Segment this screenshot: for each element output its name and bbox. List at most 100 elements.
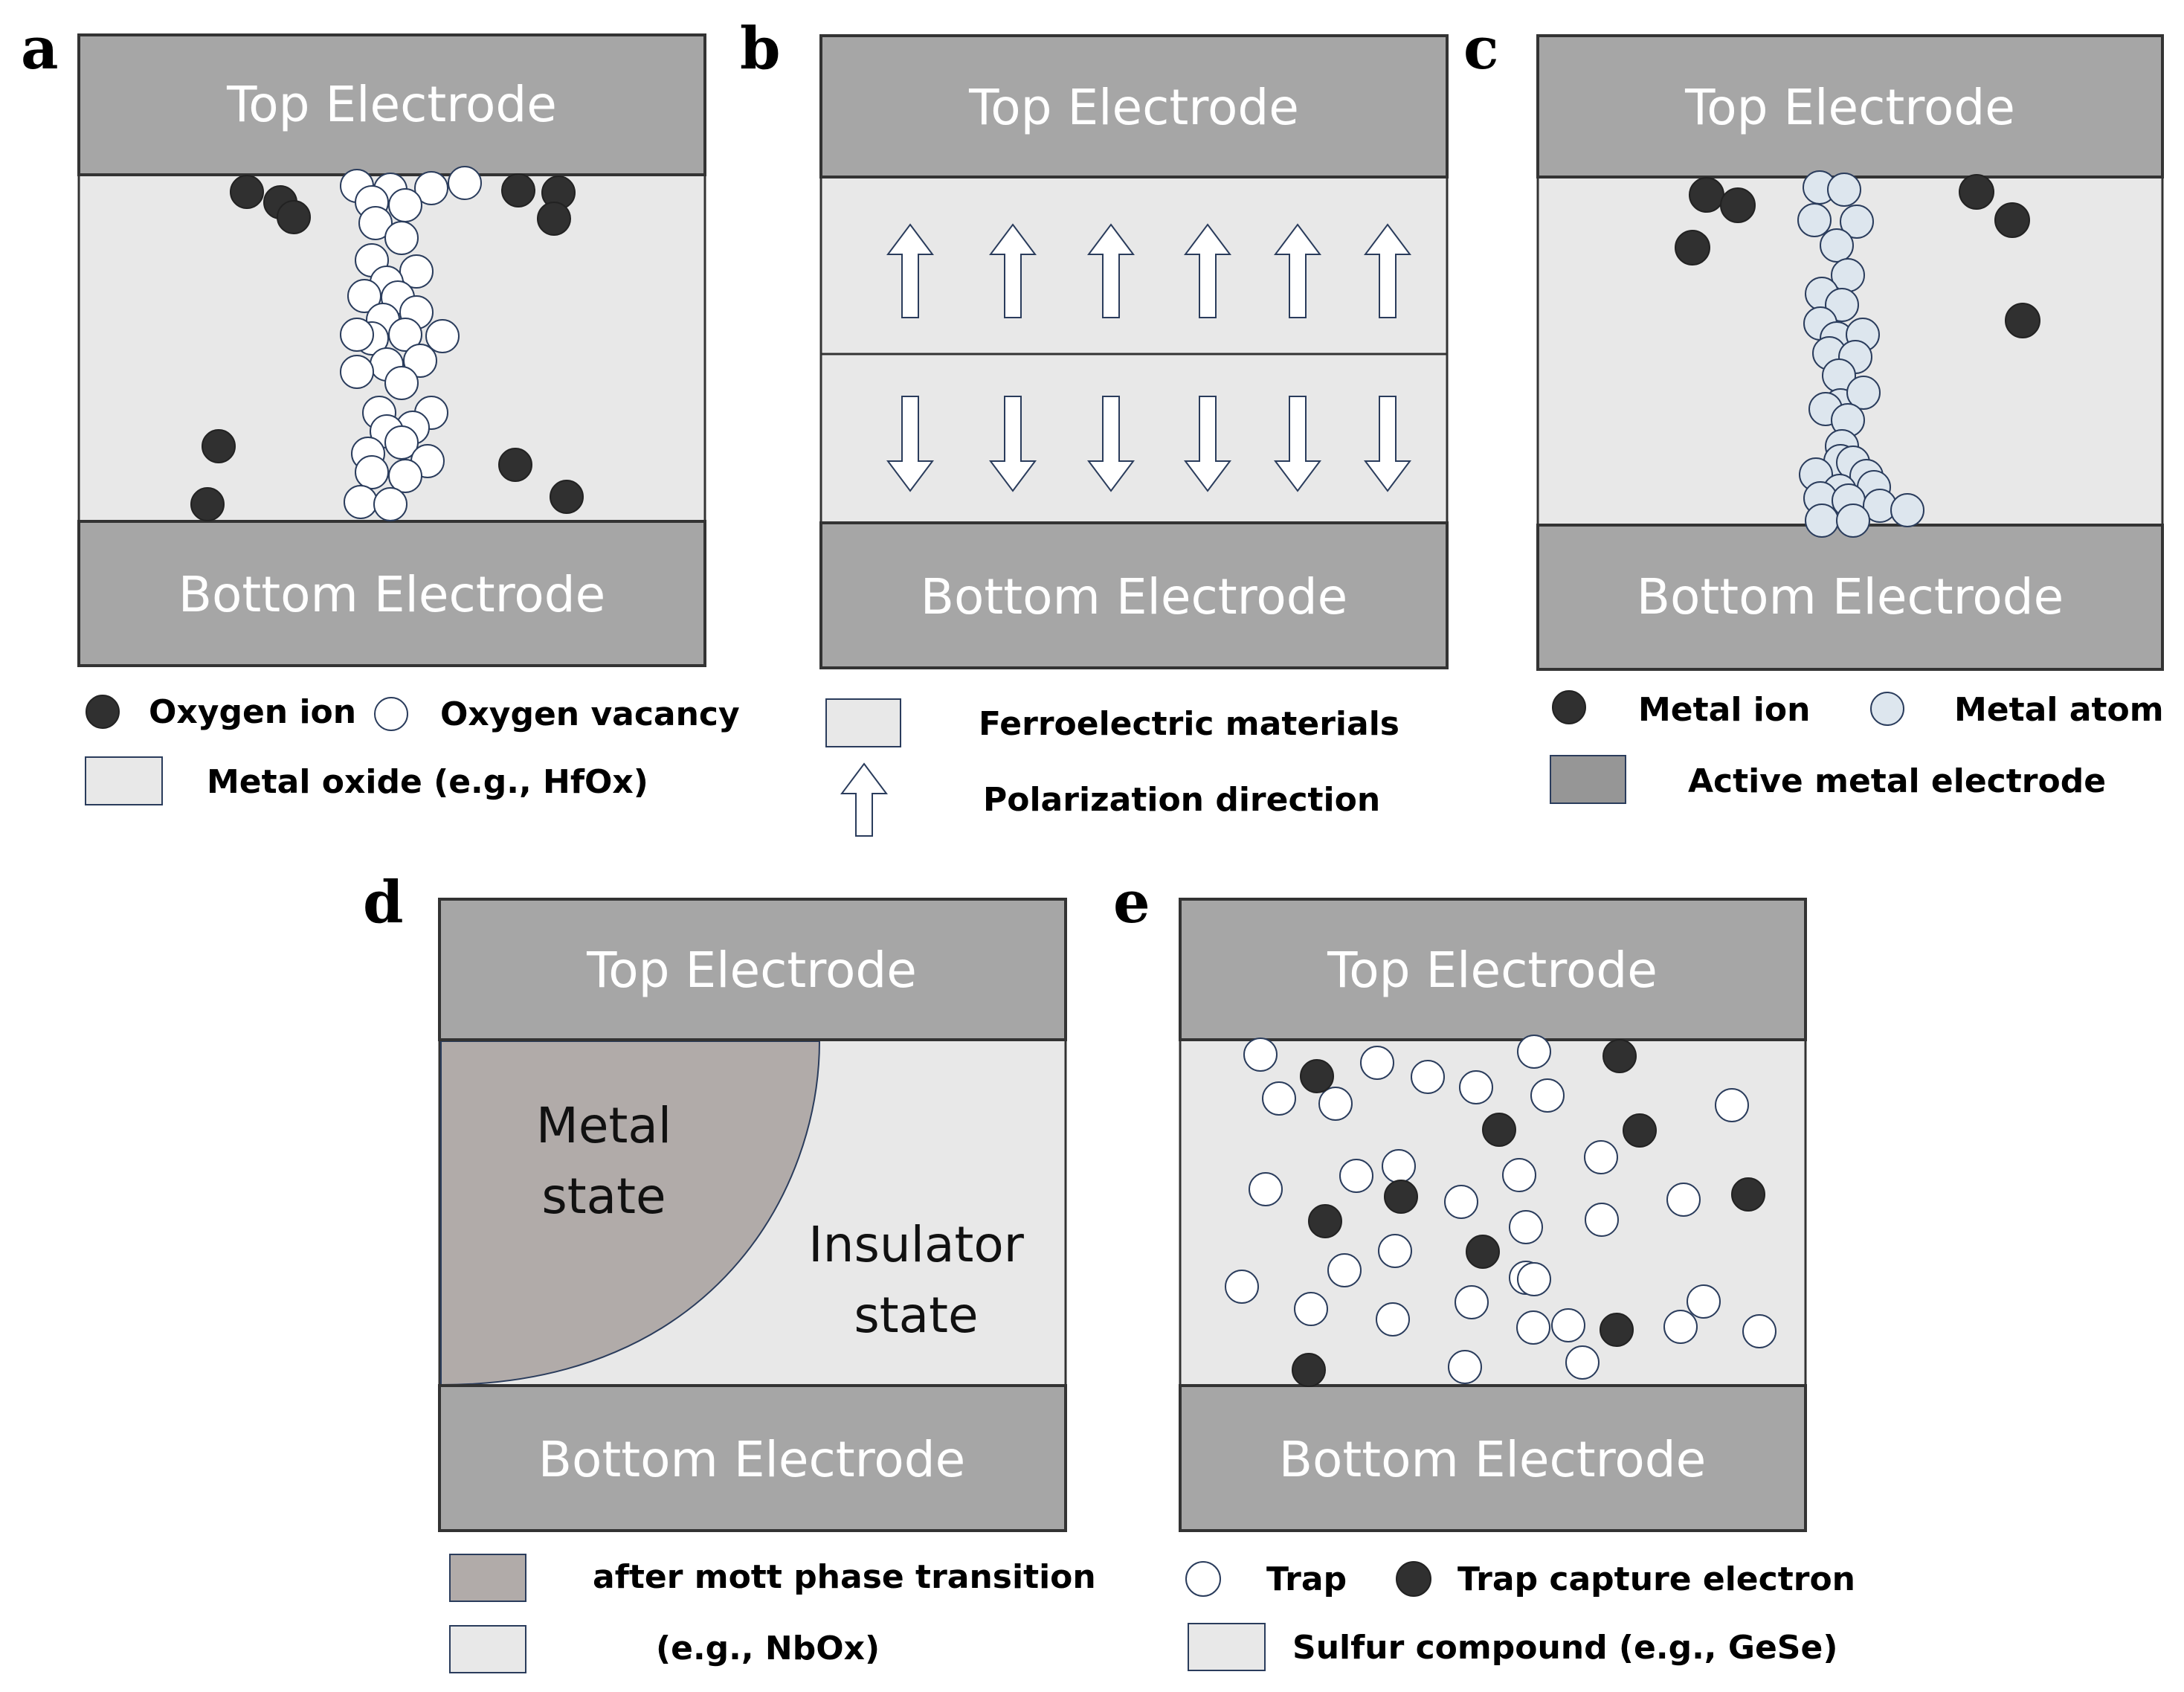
metal-ion [1994,202,2030,238]
oxygen-vacancy [399,254,434,289]
panel-c-top-label: Top Electrode [1684,79,2015,136]
oxygen-vacancy [388,459,422,493]
arrow-down-icon [989,396,1037,492]
trap-captured-electron [1482,1113,1516,1147]
oxygen-ion [190,487,225,521]
legend-sulfur-swatch [1188,1623,1266,1671]
legend-metal-state-swatch [449,1554,526,1602]
panel-b: b Top Electrode Bottom Electrode Ferroel… [740,15,1449,837]
panel-e-bottom-electrode [1179,1384,1807,1532]
metal-ion [2005,303,2040,338]
metal-atom [1805,504,1839,538]
legend-nbox-label: (e.g., NbOx) [656,1630,880,1667]
legend-trap-capture-label: Trap capture electron [1457,1560,1855,1598]
trap-captured-electron [1731,1177,1765,1212]
metal-ion [1720,187,1756,223]
legend-polarization-label: Polarization direction [983,781,1380,819]
arrow-down-icon [886,396,934,492]
trap [1517,1262,1551,1296]
panel-e-top-electrode [1179,898,1807,1041]
oxygen-vacancy [384,425,419,460]
panel-b-top-electrode [819,34,1449,178]
metal-state-label-line2: state [541,1168,666,1225]
panel-c-metal-ions [1675,174,2040,338]
panel-c: c Top Electrode Bottom Electrode Metal i… [1463,15,2164,804]
panel-a-bottom-label: Bottom Electrode [178,566,605,623]
trap [1318,1087,1353,1121]
oxygen-ion [202,429,236,463]
oxygen-vacancy [414,171,448,205]
legend-oxygen-vacancy-marker [374,697,408,731]
oxygen-ion [230,175,264,209]
legend-ferroelectric-swatch [825,698,901,747]
arrow-up-icon [1364,223,1411,318]
legend-metal-ion-label: Metal ion [1638,691,1810,729]
trap [1360,1046,1394,1080]
trap [1585,1203,1619,1237]
arrow-down-icon [1184,396,1231,492]
arrow-up-icon [840,762,888,837]
oxygen-vacancy [340,318,374,352]
trap [1516,1310,1550,1345]
metal-atom [1846,376,1881,410]
legend-trap-label: Trap [1266,1560,1347,1598]
panel-a-bottom-electrode [77,520,706,667]
panel-a: a Top Electrode Bottom Electrode Oxygen … [21,15,740,805]
metal-ion [1959,174,1994,210]
panel-a-oxygen-vacancy-filament [340,166,482,521]
panel-c-top-electrode [1536,34,2164,178]
trap [1249,1172,1283,1206]
panel-b-lower-domain [819,353,1449,524]
insulator-state-label-line1: Insulator [808,1216,1025,1273]
panel-b-upper-domain [819,176,1449,356]
trap-captured-electron [1292,1353,1326,1387]
oxygen-vacancy [425,319,460,353]
oxygen-vacancy [344,485,378,519]
panel-a-top-label: Top Electrode [226,76,557,133]
oxygen-vacancy [355,455,389,489]
trap [1517,1035,1551,1069]
legend-sulfur-label: Sulfur compound (e.g., GeSe) [1292,1629,1837,1667]
trap [1444,1185,1478,1219]
oxygen-vacancy [373,487,408,521]
oxygen-vacancy [340,355,374,389]
legend-metal-atom-label: Metal atom [1954,691,2164,729]
trap-captured-electron [1623,1113,1657,1148]
trap [1584,1140,1618,1174]
trap-captured-electron [1600,1313,1634,1347]
trap [1411,1060,1445,1094]
oxygen-vacancy [384,221,419,255]
trap [1687,1284,1721,1319]
trap [1666,1183,1701,1217]
panel-a-top-electrode [77,33,706,176]
panel-e-top-label: Top Electrode [1327,942,1658,999]
legend-oxygen-ion-label: Oxygen ion [149,693,356,731]
legend-active-electrode-swatch [1550,755,1626,804]
trap [1459,1070,1493,1104]
panel-letter-d: d [363,869,404,936]
metal-ion [1675,230,1710,266]
arrow-down-icon [1087,396,1135,492]
panel-b-polarization-arrows [886,223,1411,492]
panel-e-captured-traps [1292,1039,1765,1387]
trap-captured-electron [1300,1059,1334,1093]
metal-atom [1820,228,1854,263]
panel-b-bottom-label: Bottom Electrode [921,568,1347,625]
oxygen-vacancy [347,279,381,313]
oxygen-vacancy [388,188,422,222]
panel-letter-c: c [1463,15,1499,83]
trap [1327,1253,1362,1287]
trap [1715,1088,1749,1122]
legend-trap-capture-marker [1396,1561,1431,1597]
panel-d-top-electrode [438,898,1067,1041]
oxygen-vacancy [358,206,393,240]
trap [1509,1210,1543,1244]
panel-d-bottom-electrode [438,1384,1067,1532]
metal-atom [1797,203,1832,237]
metal-ion [1689,177,1724,213]
panel-letter-a: a [21,15,59,83]
trap [1339,1159,1373,1193]
legend-metal-atom-marker [1870,692,1904,726]
legend-trap-marker [1185,1561,1221,1597]
trap [1663,1310,1698,1344]
